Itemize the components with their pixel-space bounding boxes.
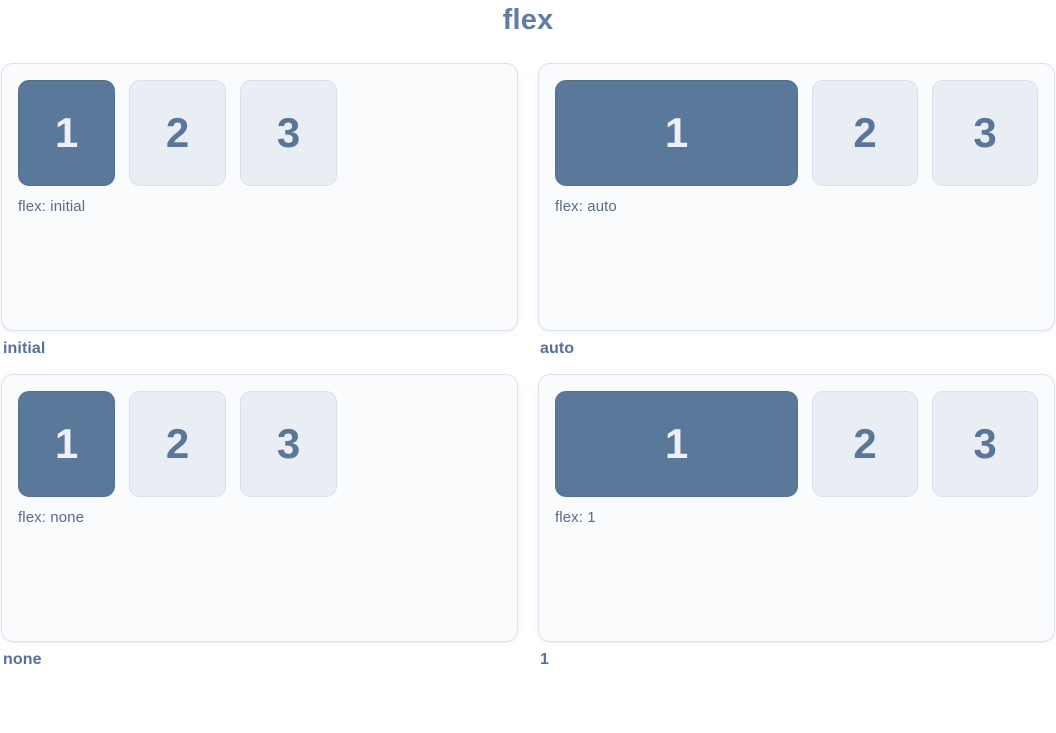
flex-items-row: 1 2 3 [18, 80, 501, 186]
flex-items-row: 1 2 3 [555, 80, 1038, 186]
flex-items-row: 1 2 3 [18, 391, 501, 497]
page-title: flex [502, 4, 554, 36]
demo-grid: 1 2 3 flex: initial initial 1 2 3 flex: … [0, 63, 1056, 669]
flex-item-1: 1 [18, 391, 115, 497]
flex-item-2: 2 [812, 80, 918, 186]
demo-cell-none: 1 2 3 flex: none none [1, 374, 518, 669]
flex-demo-panel-none: 1 2 3 flex: none [1, 374, 518, 642]
flex-value-label: flex: none [18, 509, 85, 526]
flex-value-label: flex: auto [555, 198, 617, 215]
flex-value-label: flex: initial [18, 198, 86, 215]
panel-caption-1: 1 [540, 651, 549, 668]
flex-demo-panel-1: 1 2 3 flex: 1 [538, 374, 1055, 642]
panel-caption-auto: auto [540, 340, 575, 357]
panel-caption-none: none [3, 651, 42, 668]
flex-demo-panel-initial: 1 2 3 flex: initial [1, 63, 518, 331]
flex-item-3: 3 [932, 391, 1038, 497]
demo-cell-initial: 1 2 3 flex: initial initial [1, 63, 518, 358]
flex-item-2: 2 [812, 391, 918, 497]
flex-item-2: 2 [129, 391, 226, 497]
flex-item-3: 3 [240, 391, 337, 497]
flex-item-3: 3 [932, 80, 1038, 186]
panel-caption-initial: initial [3, 340, 46, 357]
demo-cell-auto: 1 2 3 flex: auto auto [538, 63, 1055, 358]
flex-items-row: 1 2 3 [555, 391, 1038, 497]
flex-value-label: flex: 1 [555, 509, 596, 526]
flex-item-3: 3 [240, 80, 337, 186]
flex-item-1: 1 [18, 80, 115, 186]
demo-cell-1: 1 2 3 flex: 1 1 [538, 374, 1055, 669]
flex-item-1: 1 [555, 80, 798, 186]
flex-item-2: 2 [129, 80, 226, 186]
flex-demo-panel-auto: 1 2 3 flex: auto [538, 63, 1055, 331]
flex-item-1: 1 [555, 391, 798, 497]
